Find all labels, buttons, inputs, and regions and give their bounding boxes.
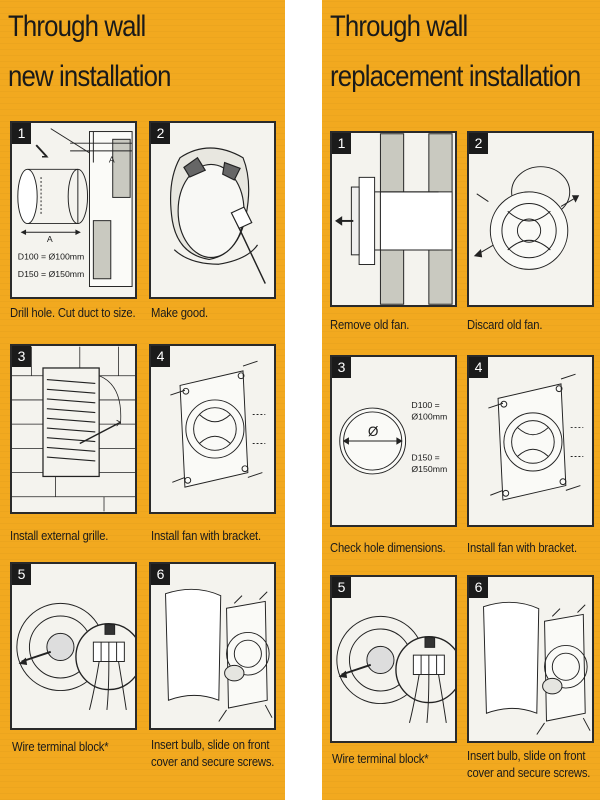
d150-note-a: D150 =: [411, 452, 439, 462]
step-3-illustration: 3 Ø D100 = Ø100mm D150 = Ø150mm: [330, 355, 457, 527]
replacement-installation-panel: Through wall replacement installation 1 …: [322, 0, 600, 800]
step-number: 5: [12, 564, 31, 585]
step-number: 5: [332, 577, 351, 598]
step-number: 2: [151, 123, 170, 144]
step-5-caption: Wire terminal block*: [12, 740, 109, 754]
step-number: 4: [151, 346, 170, 367]
fan-bracket-drawing: [170, 360, 266, 488]
make-good-drawing: [170, 147, 266, 284]
step-3-illustration: 3: [10, 344, 137, 514]
step-number: 4: [469, 357, 488, 378]
step-3-caption: Check hole dimensions.: [330, 541, 446, 555]
step-1-illustration: 1: [330, 131, 457, 307]
d100-note-b: Ø100mm: [411, 412, 447, 422]
step-3-caption: Install external grille.: [10, 529, 109, 543]
d150-note: D150 = Ø150mm: [18, 269, 85, 279]
caption-line-2: cover and secure screws.: [151, 755, 275, 769]
step-5-illustration: 5: [330, 575, 457, 743]
external-grille-drawing: [12, 346, 135, 512]
d150-note-b: Ø150mm: [411, 464, 447, 474]
step-5-illustration: 5: [10, 562, 137, 730]
step-4-illustration: 4: [467, 355, 594, 527]
panel-title: Through wall replacement installation: [330, 2, 581, 102]
dimension-a-label: A: [47, 234, 53, 244]
step-number: 2: [469, 133, 488, 154]
step-4-caption: Install fan with bracket.: [151, 529, 261, 543]
step-4-illustration: 4: [149, 344, 276, 514]
discard-old-fan-drawing: [473, 166, 580, 270]
step-1-caption: Remove old fan.: [330, 318, 410, 332]
panel-title: Through wall new installation: [8, 2, 172, 102]
diameter-symbol: Ø: [368, 424, 379, 439]
step-6-illustration: 6: [149, 562, 276, 730]
step-6-caption: Insert bulb, slide on front cover and se…: [151, 737, 274, 771]
hole-dimensions-drawing: Ø D100 = Ø100mm D150 = Ø150mm: [339, 400, 447, 475]
step-number: 6: [151, 564, 170, 585]
step-2-caption: Discard old fan.: [467, 318, 543, 332]
d100-note-a: D100 =: [411, 400, 439, 410]
step-2-illustration: 2: [149, 121, 276, 299]
title-line-2: new installation: [8, 60, 172, 93]
step-2-caption: Make good.: [151, 306, 208, 320]
step-1-illustration: 1 A A D100 = Ø100mm D1: [10, 121, 137, 299]
title-line-2: replacement installation: [330, 60, 581, 93]
step-number: 1: [332, 133, 351, 154]
title-line-1: Through wall: [8, 10, 146, 43]
step-2-illustration: 2: [467, 131, 594, 307]
step-1-caption: Drill hole. Cut duct to size.: [10, 306, 136, 320]
step-number: 1: [12, 123, 31, 144]
terminal-block-drawing: [16, 602, 135, 711]
terminal-block-drawing: [336, 615, 455, 724]
step-6-caption: Insert bulb, slide on front cover and se…: [467, 748, 590, 782]
dimension-a-label-2: A: [109, 155, 115, 165]
fan-bracket-drawing: [488, 373, 584, 501]
caption-line-1: Insert bulb, slide on front: [467, 749, 586, 763]
caption-line-2: cover and secure screws.: [467, 766, 591, 780]
step-5-caption: Wire terminal block*: [332, 752, 429, 766]
step-number: 3: [332, 357, 351, 378]
d100-note: D100 = Ø100mm: [18, 251, 85, 261]
caption-line-1: Insert bulb, slide on front: [151, 738, 270, 752]
step-number: 3: [12, 346, 31, 367]
new-installation-panel: Through wall new installation 1: [0, 0, 285, 800]
step-6-illustration: 6: [467, 575, 594, 743]
front-cover-drawing: [165, 588, 273, 722]
step-number: 6: [469, 577, 488, 598]
step-4-caption: Install fan with bracket.: [467, 541, 577, 555]
drill-hole-drawing: A A D100 = Ø100mm D150 = Ø150mm: [17, 128, 133, 287]
remove-old-fan-drawing: [335, 133, 453, 305]
title-line-1: Through wall: [330, 10, 468, 43]
front-cover-drawing: [483, 601, 591, 735]
